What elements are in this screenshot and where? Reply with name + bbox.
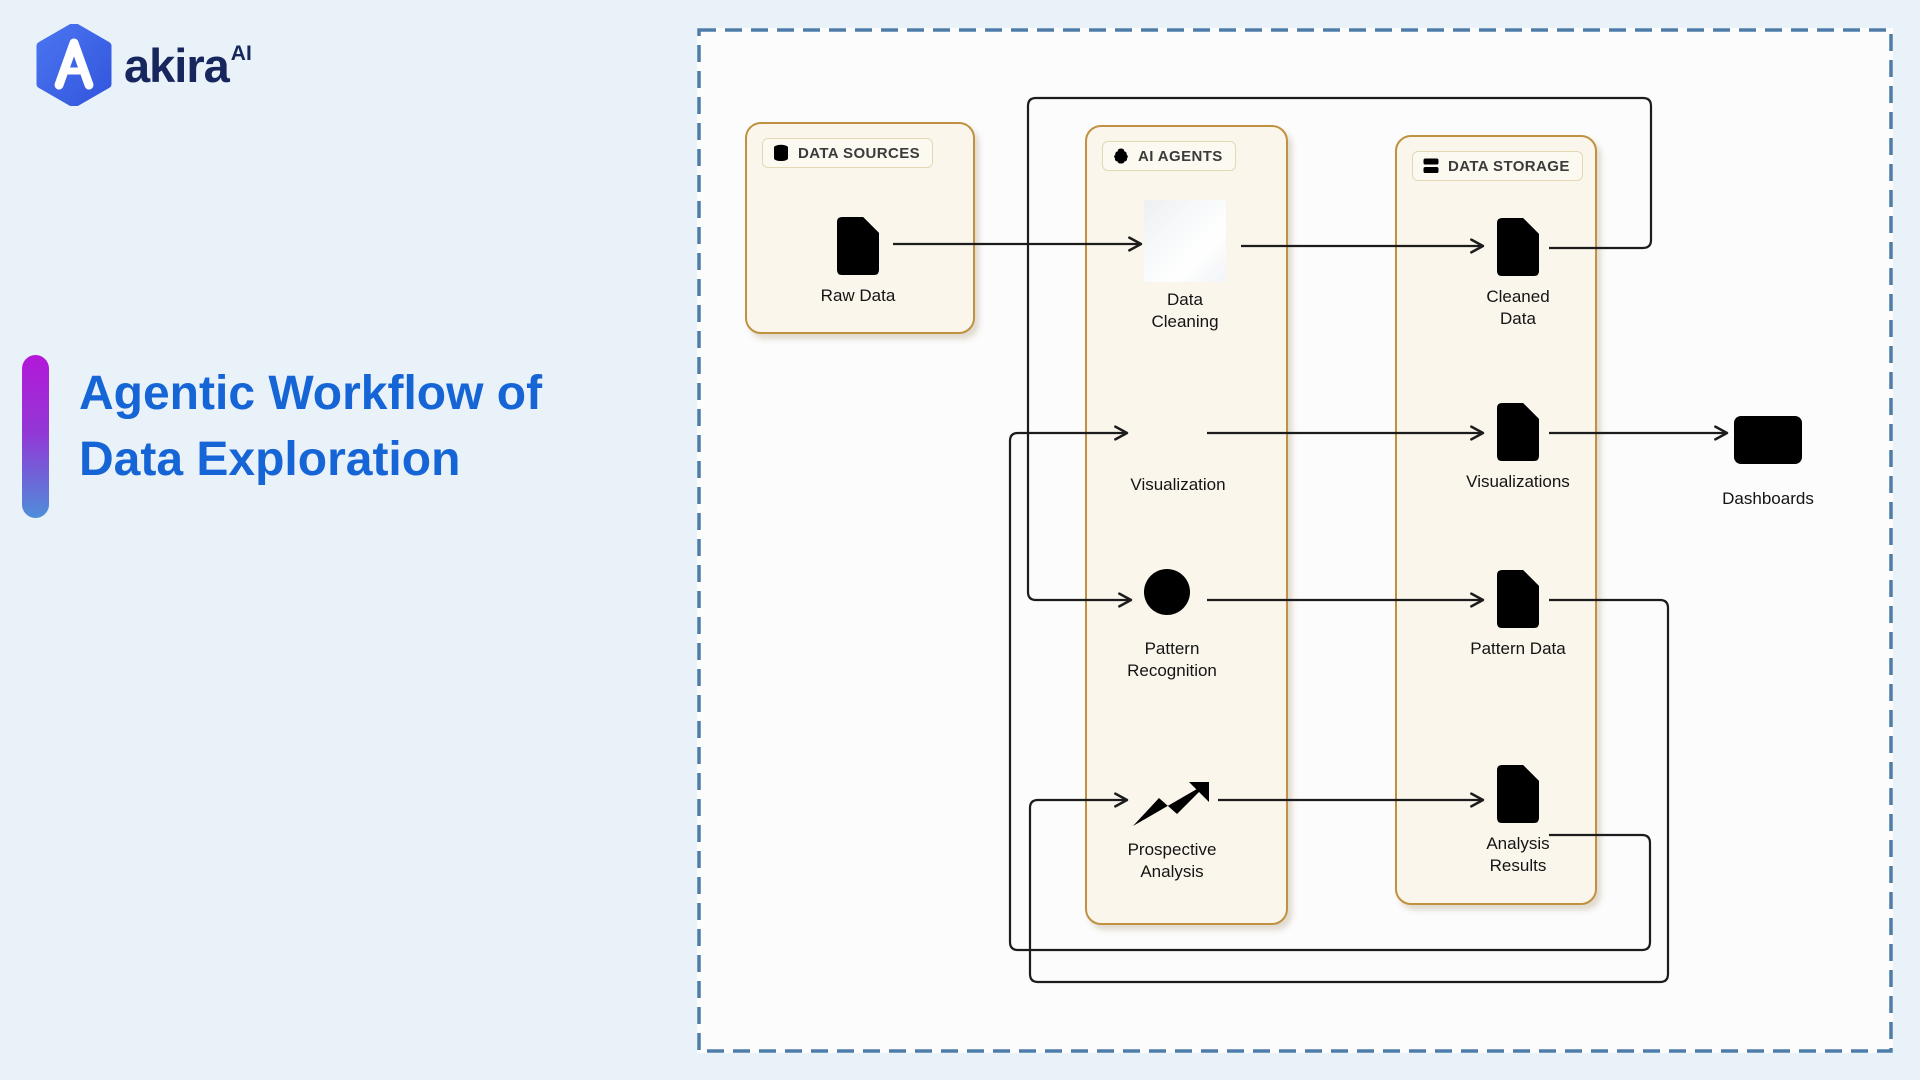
node-label: Prospective Analysis bbox=[1127, 840, 1217, 882]
node-data-cleaning: Data Cleaning bbox=[1110, 200, 1260, 333]
node-dashboards: Dashboards bbox=[1693, 413, 1843, 510]
node-prospective-analysis: Prospective Analysis bbox=[1097, 776, 1247, 883]
monitor-icon bbox=[1734, 416, 1802, 464]
node-cleaned-data: Cleaned Data bbox=[1443, 215, 1593, 330]
page-title-block: Agentic Workflow of Data Exploration bbox=[22, 355, 542, 518]
workflow-diagram: DATA SOURCES AI AGENTS DATA STORAGE bbox=[697, 28, 1893, 1053]
bar-lines-icon bbox=[1146, 405, 1210, 467]
dashed-border bbox=[697, 28, 1893, 1053]
brand-name: akira bbox=[124, 39, 230, 92]
document-icon bbox=[1497, 765, 1539, 823]
node-visualization: Visualization bbox=[1103, 405, 1253, 496]
node-label: Pattern Data bbox=[1470, 639, 1566, 658]
group-label: DATA STORAGE bbox=[1448, 157, 1570, 175]
brain-icon bbox=[1114, 148, 1128, 164]
hexagon-a-logo-icon bbox=[36, 24, 112, 106]
node-label: Cleaned Data bbox=[1486, 287, 1550, 329]
node-analysis-results: Analysis Results bbox=[1443, 762, 1593, 877]
node-pattern-recognition: Pattern Recognition bbox=[1097, 565, 1247, 682]
node-label: Visualizations bbox=[1466, 472, 1570, 491]
trend-up-icon bbox=[1133, 782, 1209, 826]
node-visualizations: Visualizations bbox=[1443, 400, 1593, 493]
node-label: Visualization bbox=[1130, 475, 1226, 494]
group-label: AI AGENTS bbox=[1138, 147, 1223, 165]
diagram-frame bbox=[697, 28, 1893, 1053]
document-icon bbox=[1497, 570, 1539, 628]
group-header-data-sources: DATA SOURCES bbox=[762, 138, 934, 168]
title-accent-bar bbox=[22, 355, 49, 518]
database-icon bbox=[774, 144, 788, 161]
document-icon bbox=[1497, 218, 1539, 276]
node-label: Raw Data bbox=[820, 286, 896, 305]
group-label: DATA SOURCES bbox=[798, 144, 921, 162]
magnifier-icon bbox=[1144, 569, 1200, 626]
node-label: Data Cleaning bbox=[1151, 290, 1219, 332]
blank-square bbox=[1144, 200, 1226, 282]
group-header-data-storage: DATA STORAGE bbox=[1412, 151, 1583, 181]
page-title: Agentic Workflow of Data Exploration bbox=[79, 367, 543, 486]
node-pattern-data: Pattern Data bbox=[1443, 567, 1593, 660]
node-label: Pattern Recognition bbox=[1127, 639, 1217, 681]
brand-logo: akiraAI bbox=[36, 24, 252, 108]
node-label: Analysis Results bbox=[1486, 834, 1550, 876]
server-icon bbox=[1423, 158, 1439, 173]
document-icon bbox=[1497, 403, 1539, 461]
brand-superscript: AI bbox=[230, 41, 252, 65]
document-icon bbox=[837, 217, 879, 275]
node-raw-data: Raw Data bbox=[783, 214, 933, 307]
node-label: Dashboards bbox=[1722, 489, 1814, 508]
group-header-ai-agents: AI AGENTS bbox=[1102, 141, 1236, 171]
